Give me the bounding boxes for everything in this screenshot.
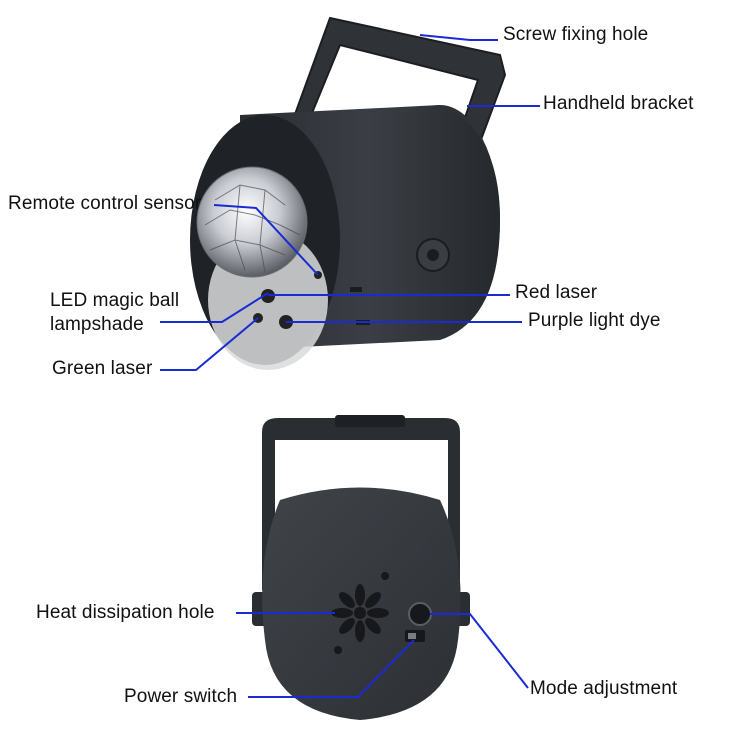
- callout-remote-control-sensor: [213, 204, 319, 276]
- front-view-device: [190, 16, 507, 370]
- label-purple-light-dye: Purple light dye: [528, 310, 661, 331]
- label-power-switch: Power switch: [124, 686, 238, 707]
- callout-power-switch: [248, 639, 415, 698]
- power-switch-toggle: [408, 633, 416, 639]
- callout-lines: [160, 34, 540, 698]
- label-remote-control-sensor: Remote control sensor: [8, 193, 202, 214]
- ball-facets: [204, 184, 301, 273]
- callout-screw-fixing-hole: [419, 34, 498, 41]
- handle-bracket: [262, 418, 460, 590]
- label-red-laser: Red laser: [515, 282, 598, 303]
- screw-icon: [334, 646, 342, 654]
- label-heat-dissipation-hole: Heat dissipation hole: [36, 602, 215, 623]
- mode-button: [408, 602, 432, 626]
- callout-led-magic-ball: [160, 292, 269, 323]
- label-screw-fixing-hole: Screw fixing hole: [503, 24, 649, 45]
- screw-icon: [427, 249, 439, 261]
- callout-green-laser: [160, 317, 259, 371]
- label-green-laser: Green laser: [52, 358, 153, 379]
- label-led-magic-ball-2: lampshade: [50, 314, 144, 335]
- led-magic-ball: [196, 166, 308, 278]
- side-vent: [350, 287, 362, 292]
- screw-icon: [381, 572, 389, 580]
- label-mode-adjustment: Mode adjustment: [530, 678, 678, 699]
- handle-grip: [335, 415, 405, 427]
- label-led-magic-ball-1: LED magic ball: [50, 290, 180, 311]
- heat-dissipation-vent: [331, 584, 389, 642]
- back-view-device: [252, 415, 470, 720]
- callout-mode-adjustment: [430, 613, 529, 689]
- label-handheld-bracket: Handheld bracket: [543, 93, 694, 114]
